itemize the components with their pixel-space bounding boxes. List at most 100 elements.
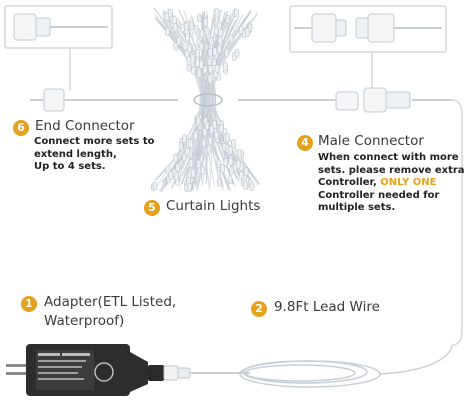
led-bulb [228, 34, 234, 44]
end-connector-number-badge: 6 [13, 120, 29, 136]
led-bulb [207, 48, 213, 57]
led-bulb [207, 74, 213, 83]
led-bulb [172, 23, 178, 32]
led-bulb [204, 26, 210, 36]
led-bulb [225, 133, 230, 142]
led-bulb [225, 15, 231, 24]
led-bulb [214, 130, 219, 140]
led-bulb [182, 134, 187, 143]
led-bulb [243, 167, 249, 176]
led-bulb [186, 56, 192, 65]
male-connector-callout-box [289, 5, 447, 90]
led-bulb [195, 116, 201, 126]
led-bulb [200, 165, 206, 175]
male-connector-desc-line: Controller needed for [318, 189, 440, 201]
led-bulb [213, 26, 219, 36]
only-one-highlight: ONLY ONE [380, 177, 437, 188]
led-bulb [174, 171, 179, 181]
curtain-lights-number-badge: 5 [144, 200, 160, 216]
led-bulb [223, 62, 228, 71]
led-bulb [217, 35, 223, 45]
end-connector-description: Connect more sets to extend length, Up t… [34, 136, 155, 174]
led-bulb [208, 36, 214, 46]
led-bulb [212, 47, 218, 56]
led-bulb [175, 163, 181, 172]
led-bulb [193, 24, 199, 34]
led-bulb [233, 8, 239, 18]
led-bulb [227, 175, 233, 185]
led-bulb [176, 37, 182, 46]
led-bulb [188, 159, 194, 168]
adapter-title-line2: Waterproof) [44, 313, 125, 329]
male-connector-desc-line: Controller, ONLY ONE [318, 177, 465, 190]
led-bulb [190, 169, 196, 178]
led-bulb [202, 65, 208, 74]
led-bulb [199, 41, 205, 51]
led-bulb [193, 131, 198, 141]
end-connector-callout-box [4, 5, 113, 90]
led-bulb [190, 54, 196, 64]
male-connector-number-badge: 4 [297, 135, 313, 151]
end-connector-icon [43, 88, 65, 112]
led-bulb [178, 142, 184, 151]
led-bulb [196, 68, 202, 78]
led-bulb [238, 25, 244, 35]
led-bulb [236, 149, 242, 158]
led-bulb [173, 153, 178, 163]
led-bulb [195, 48, 201, 58]
led-bulb [172, 15, 177, 25]
adapter-icon [6, 344, 191, 396]
led-bulb [228, 156, 234, 166]
adapter-title: Adapter(ETL Listed, [44, 294, 177, 310]
led-bulb [199, 29, 205, 39]
end-connector-zoom-icon [13, 13, 108, 41]
adapter-number-badge: 1 [21, 296, 37, 312]
led-bulb [219, 124, 224, 133]
male-connector-desc-line: sets. please remove extra [318, 164, 465, 176]
led-bulb [201, 138, 207, 148]
led-bulb [208, 65, 213, 74]
led-bulb [218, 28, 223, 38]
led-bulb [224, 48, 230, 58]
led-bulb [187, 44, 193, 53]
led-bulb [220, 164, 225, 173]
curtain-lights-title: Curtain Lights [166, 198, 261, 214]
led-bulb [204, 121, 210, 131]
led-bulb [173, 42, 179, 51]
male-connector-description: When connect with more sets. please remo… [318, 152, 465, 215]
led-bulb [185, 32, 190, 42]
led-bulb [199, 60, 204, 69]
led-bulb [235, 159, 241, 169]
end-connector-desc-line: Up to 4 sets. [34, 161, 106, 172]
led-bulb [249, 182, 255, 191]
led-bulb [209, 125, 214, 135]
led-bulb [179, 23, 185, 33]
led-bulb [184, 147, 190, 157]
led-bulb [195, 58, 200, 68]
light-strand [190, 11, 251, 192]
male-connector-title: Male Connector [318, 133, 424, 149]
led-bulb [223, 157, 229, 167]
lead-wire-title: 9.8Ft Lead Wire [274, 299, 380, 315]
end-connector-title: End Connector [35, 118, 135, 134]
led-bulb [168, 8, 173, 18]
light-strand [180, 11, 214, 184]
led-bulb [234, 49, 240, 58]
led-bulb [188, 139, 194, 148]
led-bulb [214, 64, 220, 73]
led-bulb [217, 45, 222, 54]
led-bulb [165, 27, 170, 36]
led-bulb [207, 136, 213, 145]
end-connector-desc-line: extend length, [34, 148, 117, 160]
curtain-lights-bundle-icon [151, 7, 260, 193]
lead-wire-coil [190, 344, 453, 388]
led-bulb [168, 171, 174, 180]
led-bulb [239, 170, 244, 180]
led-bulb [189, 21, 194, 31]
led-bulb [231, 139, 236, 148]
led-bulb [229, 166, 234, 176]
male-connector-desc-text: Controller, [318, 177, 381, 188]
male-connector-zoom-icon [294, 13, 442, 43]
led-bulb [227, 146, 233, 155]
